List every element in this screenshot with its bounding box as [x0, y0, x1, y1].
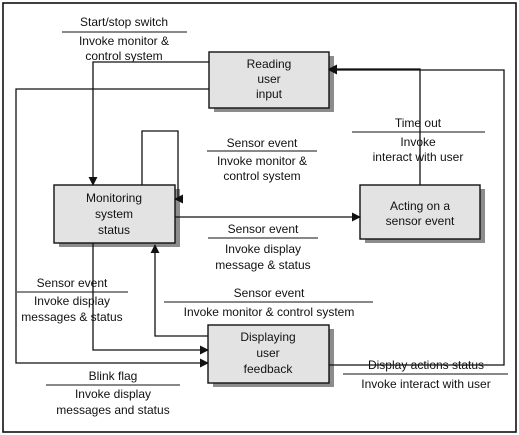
label-action: messages & status: [21, 310, 122, 324]
label-action: Invoke monitor & control system: [184, 305, 355, 319]
edge-displaying-to-monitoring: [150, 244, 208, 337]
label-action: Invoke display: [75, 387, 151, 401]
label-action: Invoke display: [34, 294, 110, 308]
state-monitoring-system-status: Monitoring system status: [53, 184, 180, 247]
label-action: Invoke interact with user: [361, 377, 490, 391]
state-displaying-line3: feedback: [244, 362, 294, 376]
label-sensor-event-to-acting: Sensor event Invoke display message & st…: [208, 222, 318, 272]
label-event: Sensor event: [227, 136, 298, 150]
state-acting-line1: Acting on a: [390, 199, 450, 213]
edge-displaying-to-reading: [328, 65, 505, 366]
label-event: Start/stop switch: [80, 15, 168, 29]
state-acting-on-sensor-event: Acting on a sensor event: [359, 184, 485, 243]
state-displaying-user-feedback: Displaying user feedback: [207, 324, 334, 387]
edge-monitoring-to-displaying: [92, 243, 209, 355]
label-start-stop-switch: Start/stop switch Invoke monitor & contr…: [62, 15, 187, 63]
state-monitoring-line2: system: [95, 207, 133, 221]
label-sensor-event-to-display: Sensor event Invoke display messages & s…: [17, 276, 128, 324]
label-time-out: Time out Invoke interact with user: [352, 116, 485, 164]
label-event: Sensor event: [228, 222, 299, 236]
label-display-actions-status: Display actions status Invoke interact w…: [343, 358, 508, 391]
state-acting-line2: sensor event: [386, 214, 455, 228]
state-monitoring-line1: Monitoring: [86, 191, 142, 205]
label-sensor-event-display-to-monitor: Sensor event Invoke monitor & control sy…: [164, 286, 373, 319]
label-event: Sensor event: [234, 286, 305, 300]
label-action: control system: [85, 49, 162, 63]
label-action: interact with user: [373, 150, 464, 164]
state-reading-line2: user: [257, 72, 280, 86]
state-reading-line1: Reading: [247, 57, 292, 71]
state-monitoring-line3: status: [98, 223, 130, 237]
edge-acting-to-reading: [328, 64, 421, 185]
state-displaying-line2: user: [256, 346, 279, 360]
label-blink-flag: Blink flag Invoke display messages and s…: [46, 369, 180, 417]
state-displaying-line1: Displaying: [240, 330, 295, 344]
label-sensor-event-self-loop: Sensor event Invoke monitor & control sy…: [207, 136, 317, 183]
label-action: Invoke monitor &: [217, 154, 307, 168]
label-action: control system: [223, 169, 300, 183]
label-action: Invoke monitor &: [79, 34, 169, 48]
label-event: Time out: [395, 116, 442, 130]
label-action: Invoke display: [225, 242, 301, 256]
label-action: Invoke: [400, 135, 436, 149]
edge-reading-to-monitoring: [88, 61, 209, 186]
label-action: message & status: [215, 258, 310, 272]
edge-monitoring-self-loop: [141, 130, 184, 204]
label-event: Sensor event: [37, 276, 108, 290]
label-action: messages and status: [56, 403, 169, 417]
state-reading-line3: input: [256, 87, 283, 101]
state-reading-user-input: Reading user input: [208, 51, 334, 112]
edge-reading-to-displaying: [15, 88, 209, 368]
label-event: Display actions status: [368, 358, 484, 372]
label-event: Blink flag: [89, 369, 138, 383]
